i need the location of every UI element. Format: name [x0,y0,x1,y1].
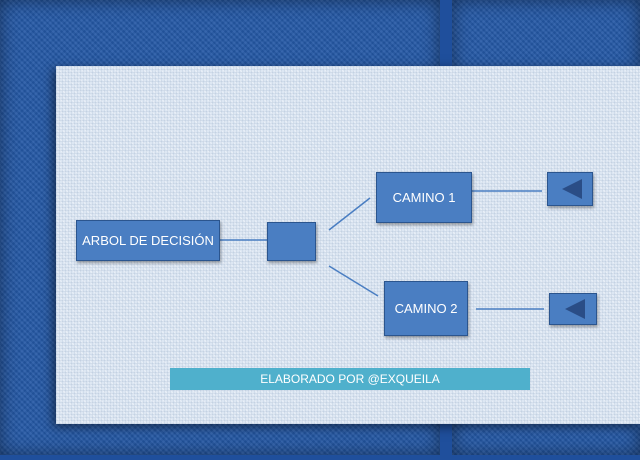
branch-node-1: CAMINO 1 [376,172,472,223]
left-triangle-icon [562,179,582,199]
footer-text: ELABORADO POR @EXQUEILA [260,372,440,386]
decision-node [267,222,316,261]
connector-decision-camino1 [328,197,371,231]
slide: ARBOL DE DECISIÓN CAMINO 1 CAMINO 2 ELAB… [56,66,640,424]
branch-node-2-label: CAMINO 2 [394,301,458,316]
branch-node-1-label: CAMINO 1 [392,190,456,205]
left-triangle-icon [565,299,585,319]
outcome-node-2 [549,293,597,325]
connector-decision-camino2 [328,265,379,297]
connector-lines [218,190,544,310]
root-node-label: ARBOL DE DECISIÓN [82,233,214,248]
outcome-node-1 [547,172,593,206]
root-node: ARBOL DE DECISIÓN [76,220,220,261]
branch-node-2: CAMINO 2 [384,281,468,336]
footer-banner: ELABORADO POR @EXQUEILA [170,368,530,390]
